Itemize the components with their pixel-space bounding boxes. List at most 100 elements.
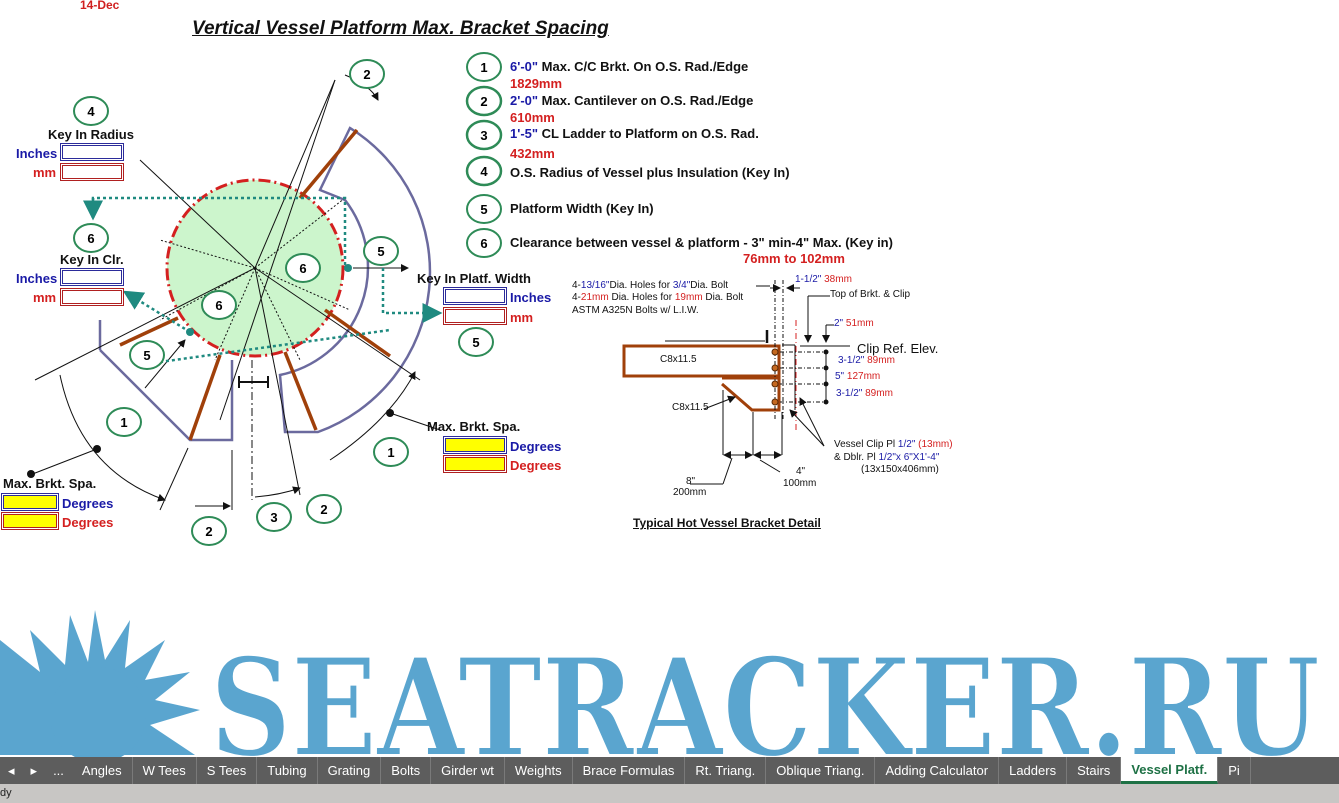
tab-oblique-triang[interactable]: Oblique Triang. xyxy=(766,757,876,784)
svg-text:2: 2 xyxy=(320,502,327,517)
svg-text:6: 6 xyxy=(215,298,222,313)
legend-item-1-metric: 1829mm xyxy=(510,76,563,91)
platform-width-inches-input[interactable] xyxy=(443,287,507,305)
bracket-spacing-left-unit-2: Degrees xyxy=(62,515,114,530)
svg-text:1: 1 xyxy=(120,415,127,430)
brackets xyxy=(119,128,392,441)
legend-item-6: Clearance between vessel & platform - 3"… xyxy=(510,235,893,250)
tab-pi[interactable]: Pi xyxy=(1218,757,1251,784)
detail-dim-top: 1-1/2" 38mm xyxy=(795,274,852,285)
tab-grating[interactable]: Grating xyxy=(318,757,382,784)
marker-2-right: 2 xyxy=(306,494,342,524)
tab-girder-wt[interactable]: Girder wt xyxy=(431,757,505,784)
bracket-spacing-right-label: Max. Brkt. Spa. xyxy=(427,419,521,434)
page-title: Vertical Vessel Platform Max. Bracket Sp… xyxy=(192,18,609,39)
detail-clip-plate: Vessel Clip Pl 1/2" (13mm) xyxy=(834,439,953,450)
bracket-spacing-right-deg-input-1[interactable] xyxy=(443,436,507,454)
status-bar: dy xyxy=(0,784,1339,803)
svg-text:4: 4 xyxy=(480,164,488,179)
tab-scroll-right-button[interactable]: ▸ xyxy=(30,762,38,778)
bracket-spacing-right-unit-2: Degrees xyxy=(510,458,562,473)
tab-stairs[interactable]: Stairs xyxy=(1067,757,1122,784)
tab-more-button[interactable]: ... xyxy=(53,763,64,778)
watermark-text: SEATRACKER.RU xyxy=(210,628,1320,760)
platform-width-label: Key In Platf. Width xyxy=(417,271,531,286)
marker-2-bottom: 2 xyxy=(191,516,227,546)
clearance-inches-unit: Inches xyxy=(16,271,58,286)
date-cell: 14-Dec xyxy=(80,0,120,12)
watermark-logo: SEATRACKER.RU xyxy=(0,610,1321,760)
svg-text:2: 2 xyxy=(363,67,370,82)
radius-label: Key In Radius xyxy=(48,127,134,142)
marker-1-right: 1 xyxy=(373,437,409,467)
bracket-spacing-left-deg-input-2[interactable] xyxy=(1,512,59,530)
tab-brace-formulas[interactable]: Brace Formulas xyxy=(573,757,686,784)
tab-scroll-left-button[interactable]: ◂ xyxy=(8,762,15,778)
marker-5-left: 5 xyxy=(129,340,165,370)
svg-text:6: 6 xyxy=(299,261,306,276)
svg-text:3: 3 xyxy=(270,510,277,525)
platform-outline-left xyxy=(98,320,234,442)
marker-5-platf: 5 xyxy=(458,327,494,357)
marker-4: 4 xyxy=(73,96,109,126)
marker-2-top: 2 xyxy=(349,59,385,89)
legend-item-3: 1'-5" CL Ladder to Platform on O.S. Rad. xyxy=(510,126,759,141)
legend-item-1: 6'-0" Max. C/C Brkt. On O.S. Rad./Edge xyxy=(510,59,749,74)
bracket-spacing-right-deg-input-2[interactable] xyxy=(443,455,507,473)
marker-6-center: 6 xyxy=(285,253,321,283)
platform-width-mm-input[interactable] xyxy=(443,307,507,325)
tab-s-tees[interactable]: S Tees xyxy=(197,757,258,784)
marker-6-legend: 6 xyxy=(466,228,502,258)
detail-holes-imperial: 4-13/16"Dia. Holes for 3/4"Dia. Bolt xyxy=(572,280,729,291)
legend-item-2: 2'-0" Max. Cantilever on O.S. Rad./Edge xyxy=(510,93,754,108)
clearance-label: Key In Clr. xyxy=(60,252,124,267)
tab-adding-calculator[interactable]: Adding Calculator xyxy=(875,757,1000,784)
tab-vessel-platf[interactable]: Vessel Platf. xyxy=(1121,757,1219,784)
detail-channel-1: C8x11.5 xyxy=(660,354,697,365)
detail-dim-2: 2" 51mm xyxy=(834,318,874,329)
bracket-spacing-left-deg-input-1[interactable] xyxy=(1,493,59,511)
bracket-spacing-left-label: Max. Brkt. Spa. xyxy=(3,476,97,491)
legend-item-4: O.S. Radius of Vessel plus Insulation (K… xyxy=(510,165,790,180)
svg-text:2: 2 xyxy=(205,524,212,539)
svg-text:5: 5 xyxy=(377,244,384,259)
detail-dim-4-in: 4" xyxy=(796,466,806,477)
detail-doubler-plate: & Dblr. Pl 1/2"x 6"X1'-4" xyxy=(834,452,940,463)
detail-top-label: Top of Brkt. & Clip xyxy=(830,289,911,300)
diagram-markers: 2 4 6 6 5 6 5 5 1 1 2 3 2 1 2 3 4 5 6 xyxy=(73,52,503,546)
svg-text:5: 5 xyxy=(143,348,150,363)
svg-text:6: 6 xyxy=(480,236,487,251)
detail-dim-b: 5" 127mm xyxy=(835,371,881,382)
detail-caption: Typical Hot Vessel Bracket Detail xyxy=(633,516,821,530)
detail-dim-a: 3-1/2" 89mm xyxy=(838,355,895,366)
tab-w-tees[interactable]: W Tees xyxy=(133,757,197,784)
marker-5-right: 5 xyxy=(363,236,399,266)
tab-tubing[interactable]: Tubing xyxy=(257,757,318,784)
clearance-inches-input[interactable] xyxy=(60,268,124,286)
marker-6-left: 6 xyxy=(73,223,109,253)
radius-mm-input[interactable] xyxy=(60,163,124,181)
tab-angles[interactable]: Angles xyxy=(72,757,133,784)
marker-6-low: 6 xyxy=(201,290,237,320)
detail-doubler-metric: (13x150x406mm) xyxy=(861,464,939,475)
legend-item-2-metric: 610mm xyxy=(510,110,555,125)
svg-text:5: 5 xyxy=(472,335,479,350)
svg-text:4: 4 xyxy=(87,104,95,119)
radius-inches-input[interactable] xyxy=(60,143,124,161)
tab-ladders[interactable]: Ladders xyxy=(999,757,1068,784)
vessel-diagram: 2 4 6 6 5 6 5 5 1 1 2 3 2 1 2 3 4 5 6 xyxy=(0,52,1321,760)
bracket-spacing-left-unit-1: Degrees xyxy=(62,496,114,511)
sheet-tab-bar: ◂ ▸ ... Angles W Tees S Tees Tubing Grat… xyxy=(0,757,1339,784)
sun-icon xyxy=(0,610,200,760)
clearance-mm-input[interactable] xyxy=(60,288,124,306)
radius-inches-unit: Inches xyxy=(16,146,58,161)
bracket-spacing-right-unit-1: Degrees xyxy=(510,439,562,454)
tab-bolts[interactable]: Bolts xyxy=(381,757,432,784)
legend-item-6-metric: 76mm to 102mm xyxy=(743,251,845,266)
marker-3-legend: 3 xyxy=(465,119,503,151)
marker-5-legend: 5 xyxy=(466,194,502,224)
tab-weights[interactable]: Weights xyxy=(505,757,573,784)
clearance-mm-unit: mm xyxy=(33,290,57,305)
marker-4-legend: 4 xyxy=(465,155,503,187)
tab-rt-triang[interactable]: Rt. Triang. xyxy=(685,757,767,784)
